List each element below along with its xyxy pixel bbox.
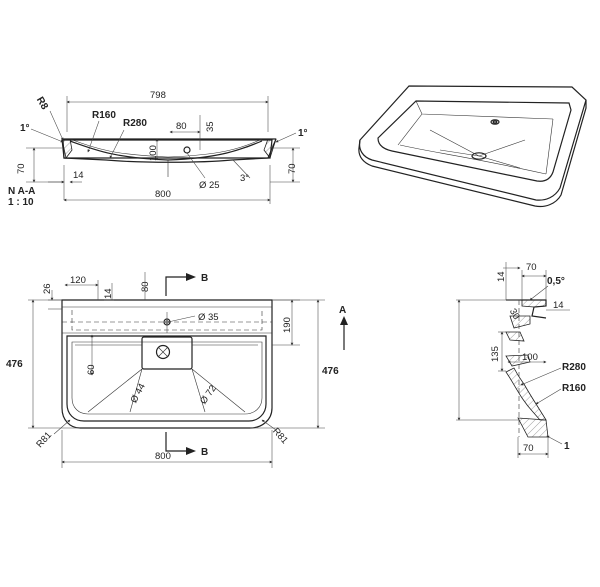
dim-plan-80: 80 <box>140 281 151 292</box>
dim-plan-35: Ø 35 <box>198 312 219 323</box>
dim-26: 26 <box>42 283 53 294</box>
label-1: 1 <box>564 441 570 452</box>
isometric-view <box>358 85 587 208</box>
dim-476-left: 476 <box>6 359 23 370</box>
scale-label: 1 : 10 <box>8 197 34 208</box>
dim-drain-25: Ø 25 <box>199 180 220 191</box>
arrow-a: A <box>339 305 346 316</box>
dim-14: 14 <box>73 170 84 181</box>
arrow-b-top: B <box>201 273 208 284</box>
label-side-r280: R280 <box>562 362 586 373</box>
dim-70-right: 70 <box>287 163 298 174</box>
dim-135: 135 <box>490 346 501 362</box>
dim-190: 190 <box>282 317 293 333</box>
label-side-r160: R160 <box>562 383 586 394</box>
section-view: 798 80 35 100 R8 R160 R280 1° 1° <box>8 90 308 208</box>
dim-800-section: 800 <box>155 189 171 200</box>
label-0-5-deg: 0,5° <box>547 276 565 287</box>
label-r280: R280 <box>123 118 147 129</box>
dim-476-right: 476 <box>322 366 339 377</box>
dim-70-left: 70 <box>16 163 27 174</box>
dim-side-100: 100 <box>522 352 538 363</box>
plan-view: 120 80 14 26 Ø 35 190 476 476 60 Ø 44 Ø … <box>6 272 348 468</box>
dim-80: 80 <box>176 121 187 132</box>
dim-100: 100 <box>148 145 159 161</box>
dim-35: 35 <box>205 121 216 132</box>
label-angle-left: 1° <box>20 123 30 134</box>
label-r81-left: R81 <box>34 430 54 450</box>
dim-plan-14: 14 <box>103 288 114 299</box>
dim-14-right: 14 <box>553 300 564 311</box>
label-angle-right: 1° <box>298 128 308 139</box>
label-r160: R160 <box>92 110 116 121</box>
dim-798: 798 <box>150 90 166 101</box>
arrow-b-bottom: B <box>201 447 208 458</box>
dim-60: 60 <box>86 364 97 375</box>
dim-14-left: 14 <box>496 271 507 282</box>
label-r8: R8 <box>34 95 50 112</box>
dim-70-top: 70 <box>526 262 537 273</box>
dim-44: Ø 44 <box>129 382 148 405</box>
side-section-view: 70 0,5° 14 14 30 135 100 R280 R160 1 <box>456 262 586 458</box>
label-r81-right: R81 <box>270 426 290 446</box>
label-angle-3: 3° <box>240 173 249 184</box>
dim-800-plan: 800 <box>155 451 171 462</box>
section-label: N A-A <box>8 186 35 197</box>
dim-30: 30 <box>507 307 522 322</box>
dim-72: Ø 72 <box>198 383 219 406</box>
dim-120: 120 <box>70 275 86 286</box>
dim-70-bottom: 70 <box>523 443 534 454</box>
